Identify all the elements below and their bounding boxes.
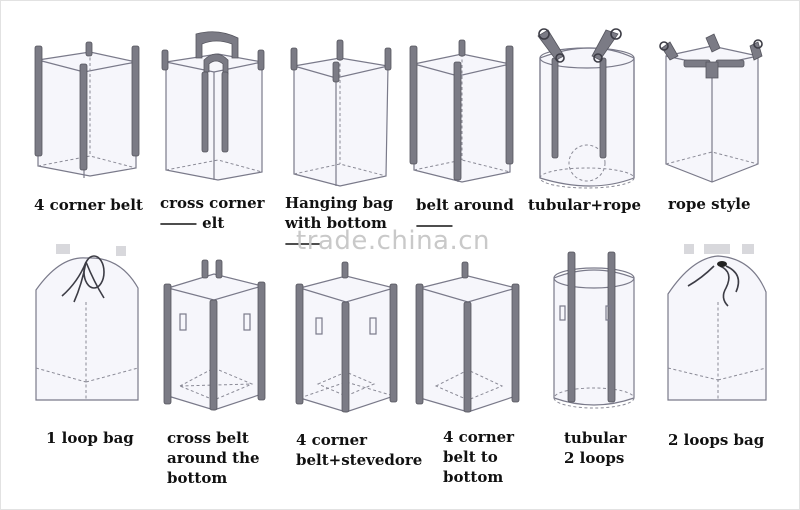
cross-belt-bottom-bag-icon (158, 259, 276, 411)
caption-four-corner-belt-bottom: 4 corner belt to bottom (443, 428, 515, 486)
hanging-bag-icon (286, 39, 404, 190)
four-corner-stevedore-bag-icon (292, 261, 410, 413)
two-loops-bag-icon (664, 244, 782, 402)
cross-corner-belt-bag-icon (156, 31, 274, 182)
tubular-rope-bag-icon (532, 28, 650, 189)
caption-cross-belt-bottom: cross belt around the bottom (167, 429, 260, 487)
caption-four-corner-belt: 4 corner belt (34, 196, 143, 214)
caption-tubular-rope: tubular+rope (528, 196, 642, 214)
rope-style-bag-icon (654, 32, 772, 183)
one-loop-bag-icon (30, 244, 148, 402)
caption-two-loops-bag: 2 loops bag (668, 431, 765, 449)
caption-belt-around: belt around ⸻ (416, 196, 514, 234)
four-corner-belt-bag-icon (28, 40, 146, 190)
four-corner-belt-bottom-bag-icon (414, 261, 532, 413)
caption-hanging-bag: Hanging bag with bottom ⸻ (285, 194, 394, 252)
caption-rope-style: rope style (668, 195, 751, 213)
watermark: trade.china.cn (296, 226, 491, 256)
caption-one-loop-bag: 1 loop bag (46, 429, 134, 447)
tubular-two-loops-bag-icon (552, 251, 670, 409)
belt-around-bag-icon (406, 39, 524, 190)
caption-cross-corner-belt: cross corner ⸻ elt (160, 194, 265, 232)
caption-tubular-two-loops: tubular 2 loops (564, 429, 627, 467)
caption-four-corner-stevedore: 4 corner belt+stevedore (296, 431, 423, 469)
